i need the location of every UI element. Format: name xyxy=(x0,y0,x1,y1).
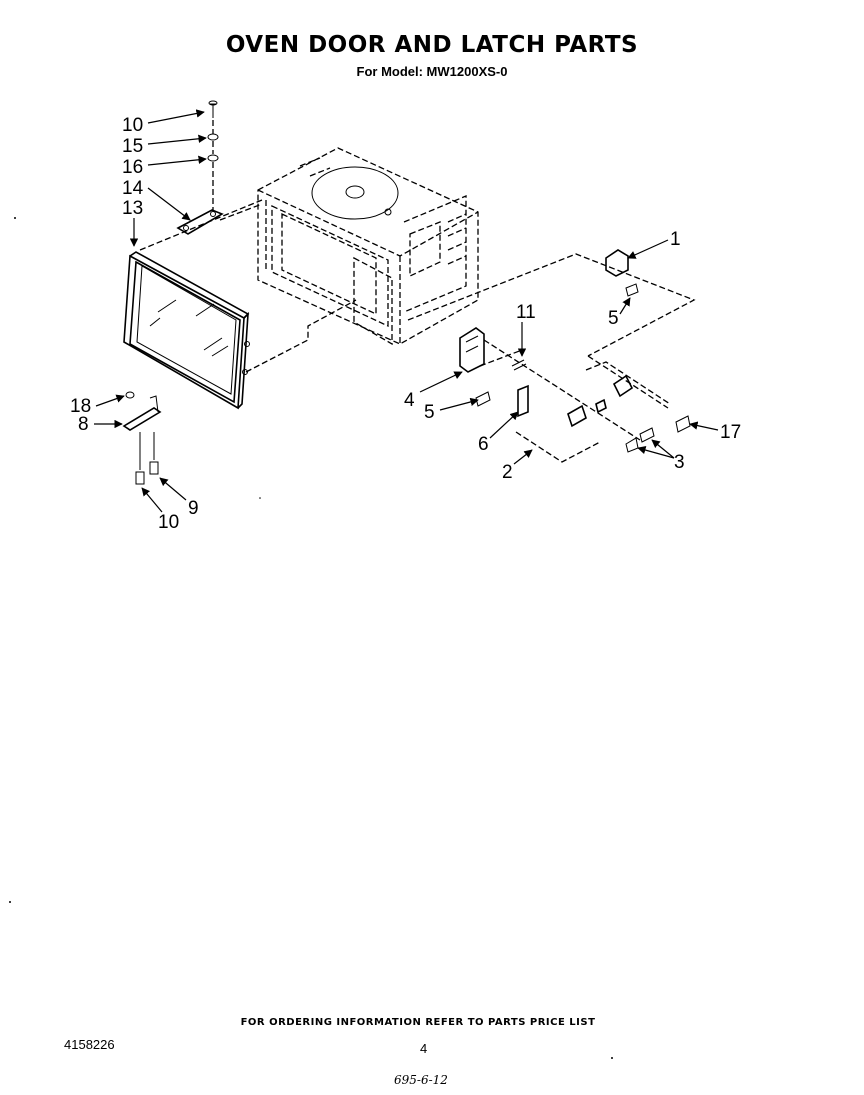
latch-housing-icon xyxy=(459,327,485,373)
latch-spring-icon xyxy=(511,359,527,371)
callout-4: 4 xyxy=(404,390,415,411)
callout-2: 2 xyxy=(502,462,513,483)
callout-8: 8 xyxy=(78,414,89,435)
lower-hinge-icon xyxy=(122,391,162,485)
callout-16: 16 xyxy=(122,157,143,178)
callout-10-bottom: 10 xyxy=(158,512,179,533)
callout-3: 3 xyxy=(674,452,685,473)
top-hinge-hardware xyxy=(207,100,219,210)
latch-assembly-outline xyxy=(407,253,696,463)
callout-6: 6 xyxy=(478,434,489,455)
scan-marks xyxy=(9,217,613,1059)
callout-17: 17 xyxy=(720,422,741,443)
ordering-note: FOR ORDERING INFORMATION REFER TO PARTS … xyxy=(240,1017,596,1028)
callout-14: 14 xyxy=(122,178,144,199)
oven-door-icon xyxy=(123,251,250,410)
latch-lever-icon xyxy=(517,384,529,418)
actuator-icon xyxy=(605,249,639,297)
interlock-switches-icon xyxy=(567,374,691,453)
model-subtitle: For Model: MW1200XS-0 xyxy=(356,64,508,79)
callout-5-housing: 5 xyxy=(424,402,435,423)
oven-cavity-outline xyxy=(257,147,479,346)
callout-13: 13 xyxy=(122,198,143,219)
handwritten-note: 695-6-12 xyxy=(394,1073,448,1087)
callout-15: 15 xyxy=(122,136,143,157)
callout-10-top: 10 xyxy=(122,115,143,136)
callout-11: 11 xyxy=(516,302,536,323)
callout-9: 9 xyxy=(188,498,199,519)
page-number: 4 xyxy=(420,1041,428,1056)
page-title: OVEN DOOR AND LATCH PARTS xyxy=(225,32,639,58)
document-number: 4158226 xyxy=(64,1037,115,1052)
callout-5-actuator: 5 xyxy=(608,308,619,329)
turntable-icon xyxy=(311,166,399,220)
callout-1: 1 xyxy=(670,229,681,250)
door-alignment-lines xyxy=(139,199,357,373)
callout-18: 18 xyxy=(70,396,91,417)
upper-hinge-icon xyxy=(176,209,224,235)
screw-icons xyxy=(475,391,491,407)
leader-lines xyxy=(94,109,719,513)
